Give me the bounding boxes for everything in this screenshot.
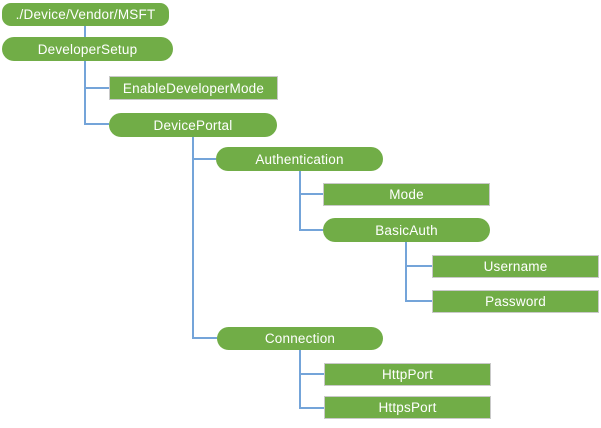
tree-node-username: Username bbox=[432, 255, 599, 278]
connector-authentication-stem bbox=[299, 170, 301, 231]
tree-node-mode: Mode bbox=[323, 183, 490, 206]
tree-node-httpsport: HttpsPort bbox=[324, 396, 491, 419]
connector-branch-authentication bbox=[192, 158, 216, 160]
connector-connection-stem bbox=[299, 349, 301, 409]
connector-deviceportal-stem bbox=[192, 136, 194, 339]
connector-branch-enabledevelopermode bbox=[84, 87, 109, 89]
connector-branch-username bbox=[405, 265, 432, 267]
tree-node-root: ./Device/Vendor/MSFT bbox=[2, 3, 169, 26]
tree-node-connection: Connection bbox=[217, 327, 383, 350]
tree-node-deviceportal: DevicePortal bbox=[109, 113, 277, 137]
tree-node-password: Password bbox=[432, 290, 599, 313]
connector-branch-mode bbox=[299, 193, 323, 195]
connector-basicauth-stem bbox=[405, 241, 407, 302]
tree-node-authentication: Authentication bbox=[216, 147, 383, 171]
tree-node-developersetup: DeveloperSetup bbox=[2, 37, 173, 61]
connector-branch-httpsport bbox=[299, 407, 324, 409]
connector-branch-password bbox=[405, 300, 432, 302]
connector-branch-basicauth bbox=[299, 229, 323, 231]
connector-branch-httpport bbox=[299, 373, 324, 375]
tree-node-enabledevelopermode: EnableDeveloperMode bbox=[109, 76, 278, 100]
connector-developersetup-stem bbox=[84, 61, 86, 125]
tree-node-httpport: HttpPort bbox=[324, 363, 491, 386]
connector-branch-deviceportal bbox=[84, 123, 109, 125]
connector-root-to-developersetup bbox=[84, 25, 86, 38]
connector-branch-connection bbox=[192, 337, 217, 339]
tree-node-basicauth: BasicAuth bbox=[323, 218, 490, 242]
